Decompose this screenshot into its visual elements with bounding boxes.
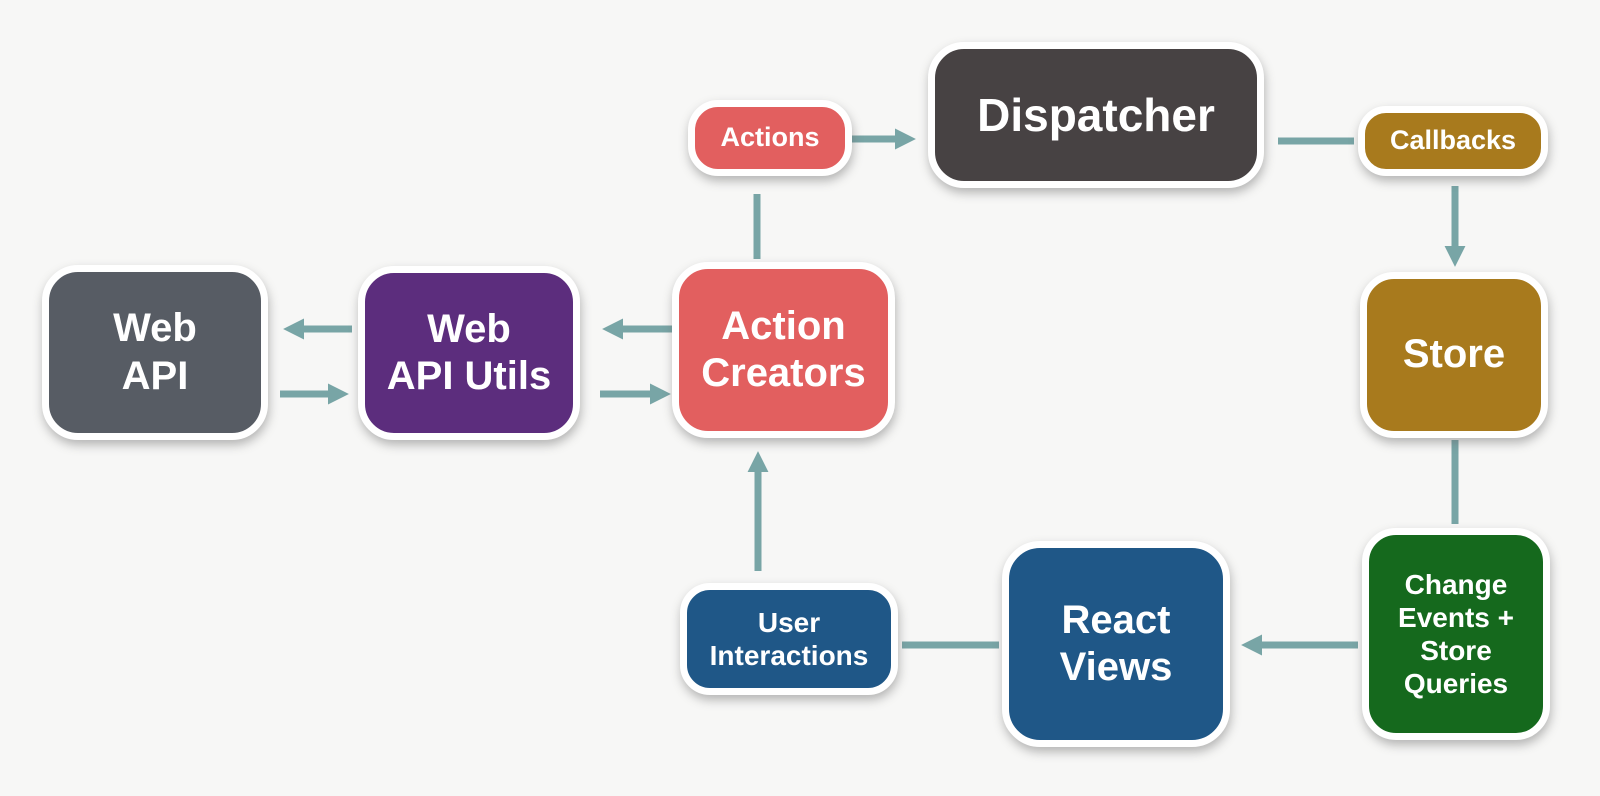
node-user-interactions-label: User Interactions bbox=[709, 606, 869, 671]
node-web-api-label: Web API bbox=[113, 306, 197, 398]
node-action-creators-label: Action Creators bbox=[701, 303, 866, 395]
node-action-creators: Action Creators bbox=[672, 262, 895, 438]
node-web-api-utils-label: Web API Utils bbox=[386, 306, 552, 398]
node-callbacks: Callbacks bbox=[1358, 106, 1548, 176]
node-change-events-store-queries: Change Events + Store Queries bbox=[1362, 528, 1550, 740]
node-web-api: Web API bbox=[42, 265, 268, 440]
node-user-interactions: User Interactions bbox=[680, 583, 898, 695]
node-actions-label: Actions bbox=[720, 122, 820, 153]
node-dispatcher: Dispatcher bbox=[928, 42, 1264, 188]
node-dispatcher-label: Dispatcher bbox=[977, 88, 1215, 141]
node-web-api-utils: Web API Utils bbox=[358, 266, 580, 440]
node-actions: Actions bbox=[688, 100, 852, 176]
node-store-label: Store bbox=[1402, 332, 1506, 377]
node-change-events-store-queries-label: Change Events + Store Queries bbox=[1398, 568, 1514, 700]
node-react-views-label: React Views bbox=[1059, 597, 1173, 689]
node-store: Store bbox=[1360, 272, 1548, 438]
node-react-views: React Views bbox=[1002, 541, 1230, 747]
node-callbacks-label: Callbacks bbox=[1389, 125, 1517, 156]
